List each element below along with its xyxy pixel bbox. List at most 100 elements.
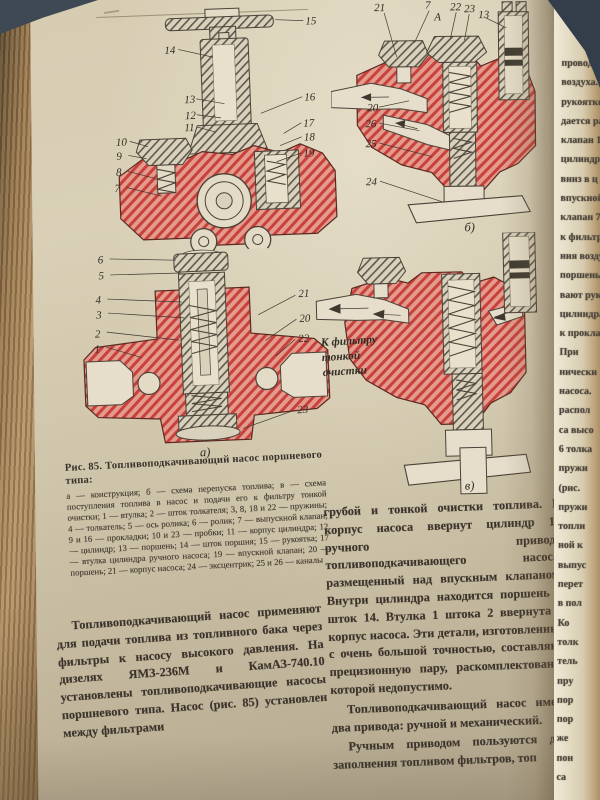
- text-fragment: к фильтр: [560, 231, 600, 243]
- piston-bore: [253, 149, 302, 211]
- callout-label: 23: [297, 404, 309, 416]
- hand-primer: [164, 7, 274, 155]
- callout-label: 22: [450, 1, 462, 13]
- callout-label: 19: [303, 147, 315, 159]
- text-fragment: рукояткой: [561, 96, 600, 108]
- diagram-a-callouts: 6 5 4 3 2 1 21 20 22 23 а): [94, 254, 311, 459]
- text-fragment: клапан 19: [560, 134, 600, 147]
- figure-caption-legend: а — конструкция; б — схема перепуска топ…: [66, 477, 330, 578]
- callout-label: 13: [478, 9, 490, 21]
- text-fragment: пор: [557, 694, 574, 706]
- text-fragment: впускной к: [560, 192, 600, 205]
- callout-label: 5: [98, 270, 104, 282]
- left-text-column: Топливоподкачивающий насос применяют для…: [55, 600, 329, 743]
- tappet-and-eccentric: [407, 131, 532, 224]
- text-fragment: цилиндра: [559, 308, 600, 320]
- text-fragment: (рис.: [558, 482, 581, 494]
- text-fragment: пон: [556, 752, 574, 764]
- text-fragment: воздуха. П: [561, 77, 600, 89]
- book-page: 14 13 12 11 10 9 8 7 15 16 17 18 19: [30, 0, 571, 800]
- next-page-sliver: проводов и увоздуха. Прукояткойдается ра…: [554, 0, 600, 800]
- construction-callouts: 14 13 12 11 10 9 8 7 15 16 17 18 19: [114, 15, 317, 197]
- callout-label: 8: [116, 167, 122, 179]
- text-fragment: тель: [557, 655, 578, 668]
- callout-label: 2: [95, 328, 101, 340]
- callout-label: 12: [185, 110, 197, 122]
- callout-label: 20: [367, 102, 379, 114]
- text-fragment: цилиндра,: [560, 154, 600, 166]
- figure-caption: Рис. 85. Топливоподкачивающий насос порш…: [65, 448, 331, 578]
- right-text-column: грубой и тонкой очистки топлива. В корпу…: [323, 495, 570, 800]
- text-fragment: клапан 7: [560, 212, 600, 224]
- text-fragment: дается разр: [561, 115, 600, 128]
- callout-label: 26: [365, 118, 377, 130]
- text-fragment: же: [556, 733, 569, 745]
- callout-label: 9: [116, 151, 122, 163]
- diagram-construction: 14 13 12 11 10 9 8 7 15 16 17 18 19: [114, 7, 338, 255]
- next-page-text-fragments: проводов и увоздуха. Прукояткойдается ра…: [556, 54, 600, 788]
- callout-label: А: [433, 11, 441, 23]
- callout-label: 20: [299, 313, 311, 325]
- text-fragment: перет: [557, 578, 584, 590]
- outlet-valve-plug: [135, 137, 193, 194]
- text-fragment: нически: [559, 366, 598, 378]
- flow-annotation: К фильтру тонкой очистки: [320, 333, 378, 380]
- text-fragment: ной к: [558, 540, 583, 552]
- text-fragment: выпус: [557, 559, 587, 571]
- lower-plug: [175, 391, 241, 441]
- callout-label: 16: [304, 91, 316, 103]
- rollers: [190, 225, 272, 255]
- callout-label: 15: [305, 15, 317, 27]
- text-fragment: пружи: [558, 501, 588, 513]
- callout-label: 21: [374, 2, 385, 14]
- callout-label: 13: [184, 94, 196, 106]
- text-fragment: в пол: [557, 598, 582, 610]
- callout-label: 23: [464, 3, 476, 15]
- text-fragment: поршень: [559, 270, 600, 282]
- hand-pump-cylinder: [502, 231, 538, 314]
- outlet-valve: [356, 256, 407, 299]
- callout-label: 3: [95, 309, 102, 321]
- paragraph: Ручным приводом пользуются для заполнени…: [332, 731, 570, 773]
- text-fragment: насоса.: [559, 385, 592, 398]
- callout-label: 10: [116, 136, 128, 148]
- text-fragment: пружи: [558, 463, 588, 475]
- text-fragment: са высо: [558, 424, 594, 436]
- callout-label: 21: [298, 288, 309, 300]
- diagram-letter: б): [464, 220, 475, 234]
- callout-label: 7: [425, 0, 431, 12]
- diagram-b: 21 7 А 22 23 13 20 26 25 24 б): [330, 0, 537, 234]
- paragraph: Топливоподкачивающий насос применяют для…: [56, 600, 328, 741]
- text-fragment: к прокла: [559, 327, 600, 340]
- callout-label: 1: [94, 343, 100, 355]
- inlet-valve-cylinder: [441, 272, 483, 375]
- outlet-valve: [378, 40, 430, 84]
- callout-label: 22: [298, 333, 310, 345]
- text-fragment: Ко: [557, 617, 570, 629]
- text-fragment: 6 толка: [558, 443, 593, 455]
- callout-label: 4: [95, 294, 101, 306]
- callout-label: 18: [304, 131, 316, 143]
- text-fragment: пру: [557, 675, 574, 687]
- text-fragment: толк: [557, 636, 579, 648]
- callout-label: 7: [114, 183, 120, 195]
- callout-label: 6: [98, 254, 104, 266]
- hand-pump-cylinder: [497, 1, 530, 101]
- callout-label: 24: [366, 176, 378, 188]
- paragraph: грубой и тонкой очистки топлива. В корпу…: [323, 496, 567, 697]
- text-fragment: топли: [558, 520, 586, 533]
- text-fragment: вниз в ц: [560, 173, 598, 185]
- text-fragment: са: [556, 771, 567, 783]
- text-fragment: распол: [559, 405, 591, 417]
- text-fragment: ния возду: [560, 250, 600, 263]
- text-fragment: вают рук: [559, 289, 600, 301]
- callout-label: 17: [303, 117, 315, 129]
- diagram-a: 6 5 4 3 2 1 21 20 22 23 а): [83, 249, 331, 459]
- diagram-letter: в): [465, 479, 475, 493]
- valve-cylinder: [173, 249, 230, 395]
- text-fragment: При: [559, 347, 579, 359]
- callout-label: 14: [164, 45, 176, 57]
- diagram-letter: а): [200, 445, 211, 459]
- callout-label: 25: [365, 138, 377, 150]
